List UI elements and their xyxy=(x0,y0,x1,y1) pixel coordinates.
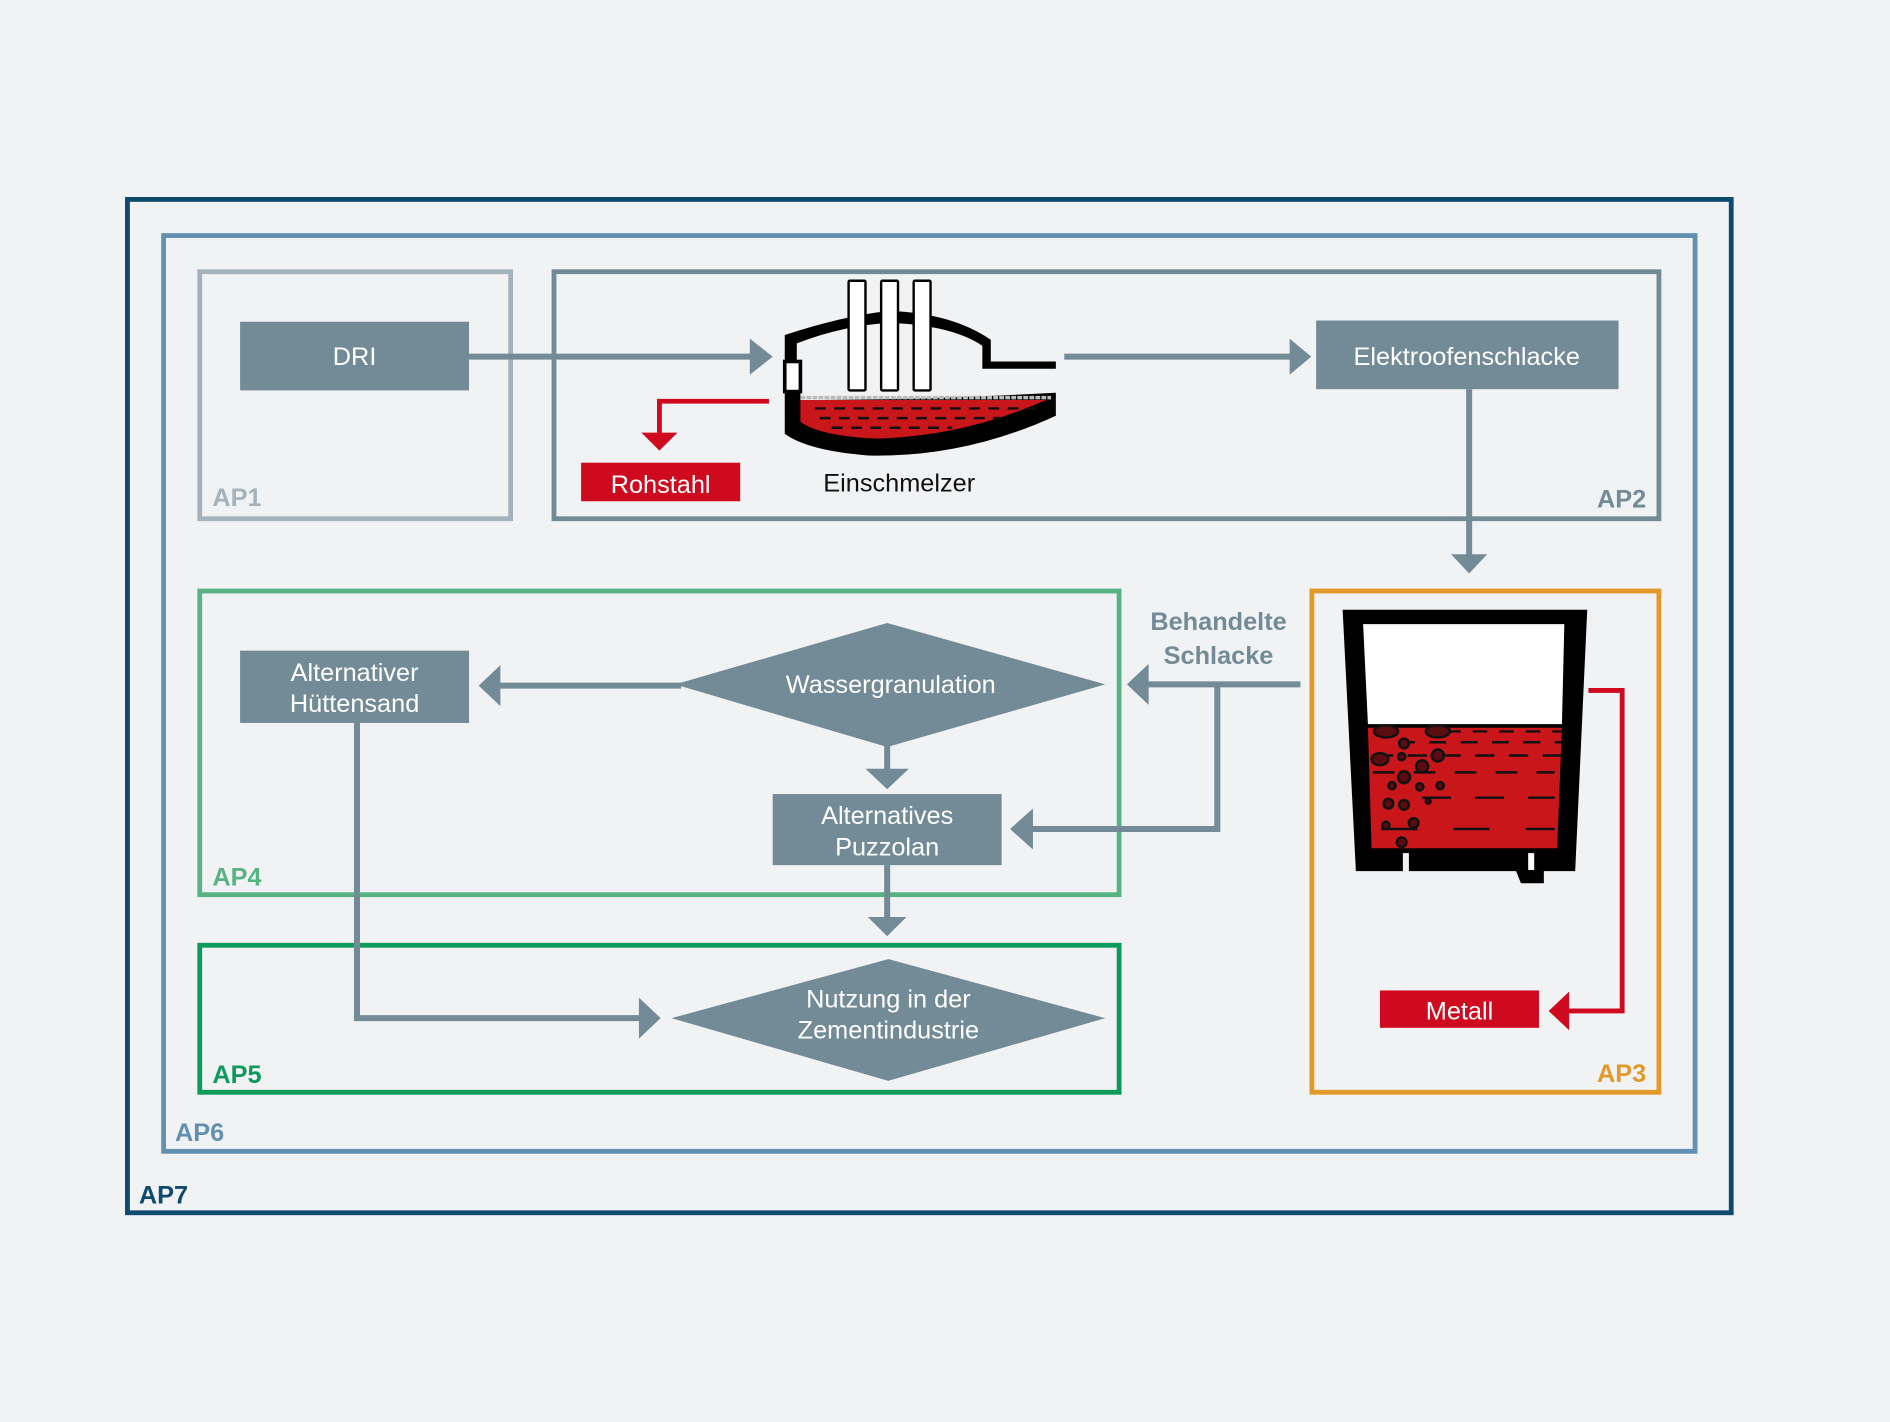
node-dri[interactable]: DRI xyxy=(240,321,470,391)
node-metall[interactable]: Metall xyxy=(1379,990,1540,1028)
arrowhead-treated-to-granulation xyxy=(1126,663,1149,705)
puzzolan-line1: Alternatives xyxy=(821,802,953,830)
zementindustrie-diamond xyxy=(671,959,1106,1081)
ap4-label: AP4 xyxy=(212,864,261,892)
node-wassergranulation[interactable]: Wassergranulation xyxy=(675,622,1106,748)
furnace-icon xyxy=(782,279,1056,456)
zementindustrie-line1: Nutzung in der xyxy=(806,985,971,1013)
arrowhead-granulation-to-huettensand xyxy=(478,665,501,707)
ap6-label: AP6 xyxy=(175,1119,224,1147)
wassergranulation-diamond xyxy=(675,622,1106,748)
behandelte-schlacke-line2: Schlacke xyxy=(1164,642,1274,670)
arrowhead-huettensand-to-cement xyxy=(638,997,661,1039)
puzzolan-line2: Puzzolan xyxy=(835,834,939,862)
behandelte-schlacke-line1: Behandelte xyxy=(1150,608,1286,636)
puzzolan-box xyxy=(772,794,1002,866)
rohstahl-label: Rohstahl xyxy=(611,471,711,499)
flow-arrows xyxy=(353,338,1488,1039)
node-huettensand[interactable]: Alternativer Hüttensand xyxy=(240,650,470,723)
ap2-frame xyxy=(551,269,1662,522)
ap3-frame xyxy=(1309,588,1662,1095)
einschmelzer-label: Einschmelzer xyxy=(823,470,975,498)
arrowhead-furnace-to-rohstahl xyxy=(641,432,678,451)
huettensand-box xyxy=(240,650,470,723)
arrow-furnace-to-rohstahl xyxy=(657,398,770,437)
arrow-huettensand-to-cement xyxy=(353,721,642,1022)
rohstahl-box xyxy=(581,462,741,502)
ap7-frame xyxy=(125,197,1734,1216)
arrow-treated-to-puzzolan xyxy=(1026,684,1221,833)
dri-label: DRI xyxy=(333,343,377,371)
huettensand-line2: Hüttensand xyxy=(290,690,419,718)
zementindustrie-line2: Zementindustrie xyxy=(798,1017,979,1045)
elektroofenschlacke-label: Elektroofenschlacke xyxy=(1354,343,1580,371)
arrowhead-puzzolan-to-cement xyxy=(867,916,907,937)
arrow-vessel-to-metall xyxy=(1566,688,1625,1014)
node-puzzolan[interactable]: Alternatives Puzzolan xyxy=(772,794,1002,866)
ap7-label: AP7 xyxy=(139,1182,188,1210)
wassergranulation-label: Wassergranulation xyxy=(786,671,996,699)
ap6-frame xyxy=(161,233,1698,1154)
node-rohstahl[interactable]: Rohstahl xyxy=(581,462,741,502)
elektroofenschlacke-box xyxy=(1316,320,1619,390)
huettensand-line1: Alternativer xyxy=(291,659,419,687)
output-arrows xyxy=(641,398,1625,1031)
arrowhead-dri-to-furnace xyxy=(749,338,773,375)
ap4-frame xyxy=(197,588,1122,898)
arrowhead-furnace-to-slag xyxy=(1289,338,1312,375)
ap3-label: AP3 xyxy=(1597,1060,1646,1088)
ap2-label: AP2 xyxy=(1597,485,1646,513)
arrowhead-vessel-to-metall xyxy=(1548,991,1570,1031)
ap5-label: AP5 xyxy=(212,1061,261,1089)
metall-box xyxy=(1379,990,1540,1028)
node-elektroofenschlacke[interactable]: Elektroofenschlacke xyxy=(1316,320,1619,390)
arrowhead-treated-to-puzzolan xyxy=(1010,808,1033,850)
dri-box xyxy=(240,321,470,391)
ap1-label: AP1 xyxy=(212,484,261,512)
node-zementindustrie[interactable]: Nutzung in der Zementindustrie xyxy=(671,959,1106,1081)
ladle-icon xyxy=(1342,609,1588,884)
ap1-frame xyxy=(197,269,514,522)
metall-label: Metall xyxy=(1426,997,1493,1025)
arrowhead-slag-to-treatment xyxy=(1451,554,1488,574)
ap5-frame xyxy=(197,942,1122,1095)
arrowhead-granulation-to-puzzolan xyxy=(865,768,909,790)
